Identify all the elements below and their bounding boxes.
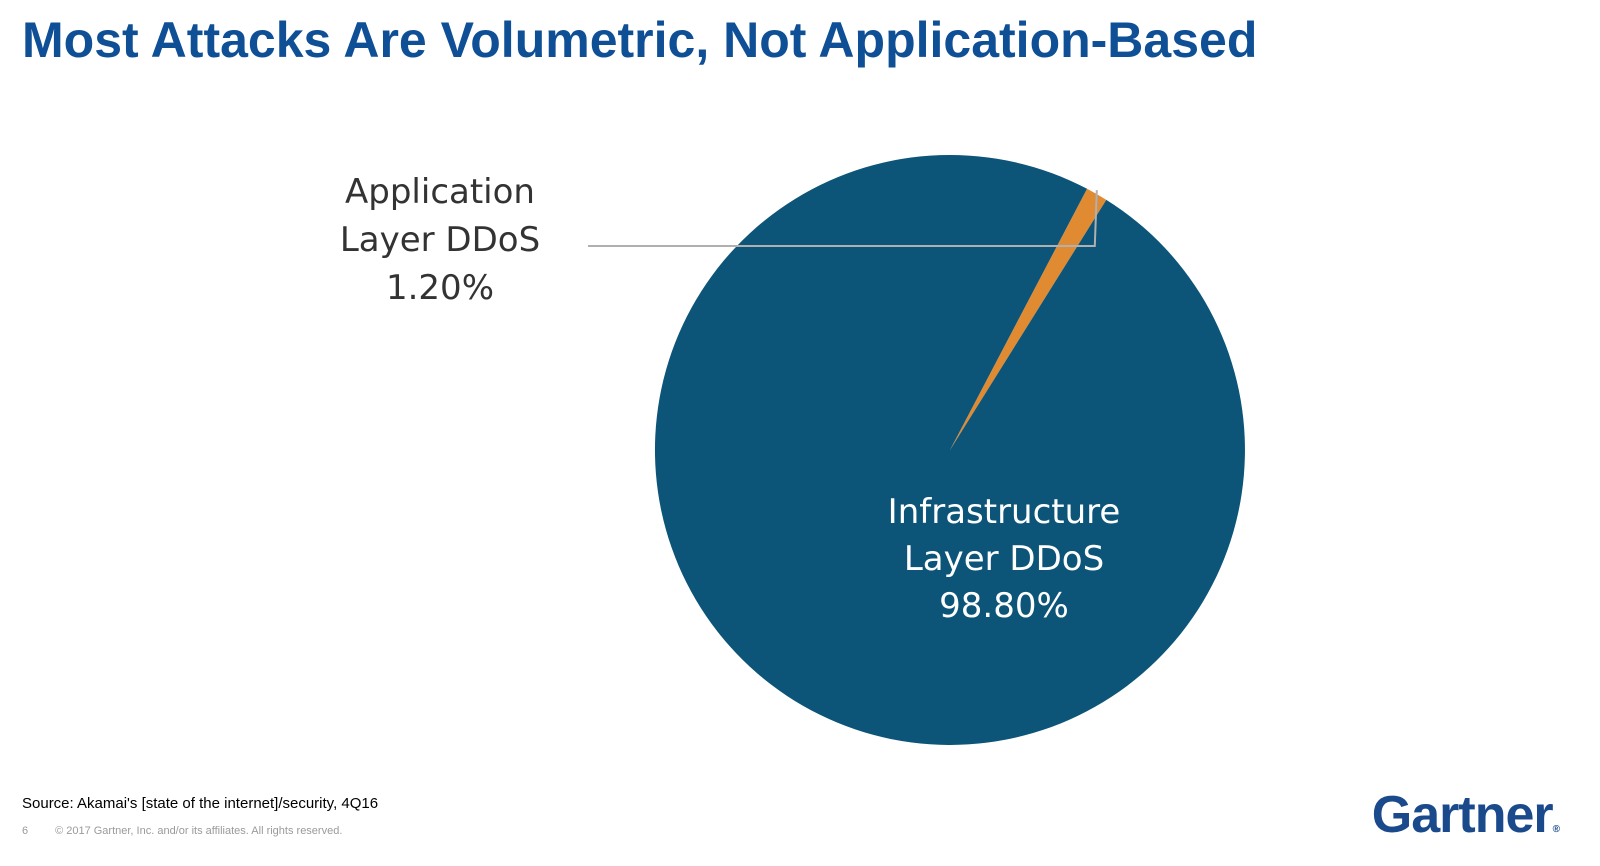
slice-label-1-line-1: Layer DDoS (904, 539, 1104, 579)
registered-mark: ® (1552, 824, 1560, 835)
footer: 6 © 2017 Gartner, Inc. and/or its affili… (22, 825, 342, 837)
slice-label-0-line-0: Application (345, 172, 535, 212)
source-note: Source: Akamai's [state of the internet]… (22, 795, 379, 812)
brand-name: Gartner (1371, 786, 1554, 844)
slide-title: Most Attacks Are Volumetric, Not Applica… (22, 12, 1258, 68)
page-number: 6 (22, 825, 29, 837)
copyright-notice: © 2017 Gartner, Inc. and/or its affiliat… (55, 825, 343, 837)
slice-label-1-line-0: Infrastructure (888, 492, 1121, 532)
slice-label-0-line-2: 1.20% (386, 268, 494, 308)
slice-label-0-line-1: Layer DDoS (340, 220, 540, 260)
leader-line (588, 190, 1098, 247)
pie-slice-1 (654, 154, 1245, 745)
slice-label-1-line-2: 98.80% (939, 586, 1069, 626)
gartner-logo: Gartner® (1372, 787, 1560, 858)
pie-slice-0 (950, 188, 1107, 450)
